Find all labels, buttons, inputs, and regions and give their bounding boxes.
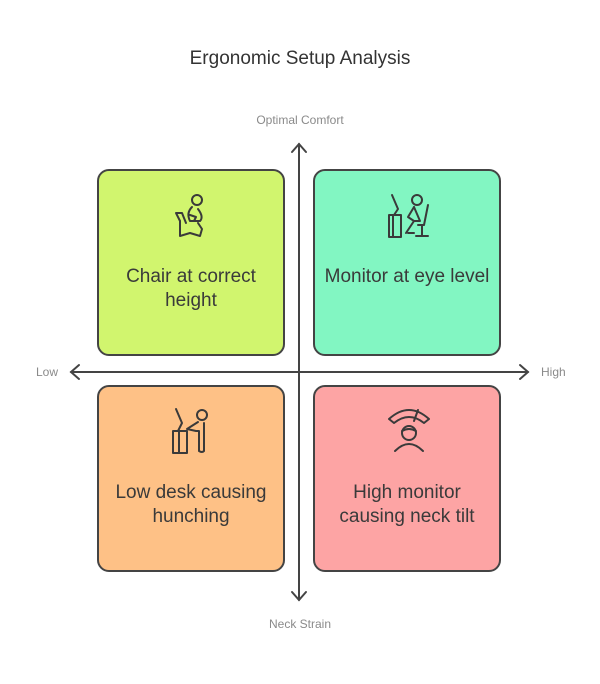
axis-label-left: Low: [36, 365, 59, 379]
quadrant-label: High monitor causing neck tilt: [339, 482, 475, 527]
arrow-up-icon: [291, 142, 307, 153]
quadrant-label: Chair at correct height: [126, 266, 256, 311]
quadrant-label: Monitor at eye level: [324, 266, 490, 287]
neck-tilt-gauge-icon: [388, 409, 430, 452]
quadrant-bottom-left: Low desk causing hunching: [97, 385, 285, 572]
axis-label-bottom: Neck Strain: [268, 617, 332, 631]
arrow-right-icon: [519, 364, 530, 380]
diagram-title: Ergonomic Setup Analysis: [189, 48, 411, 69]
quadrant-label: Low desk causing hunching: [115, 482, 267, 527]
arrow-down-icon: [291, 591, 307, 602]
quadrant-top-right: Monitor at eye level: [313, 169, 501, 356]
axis-label-right: High: [541, 365, 566, 379]
quadrant-top-left: Chair at correct height: [97, 169, 285, 356]
quadrant-bottom-right: High monitor causing neck tilt: [313, 385, 501, 572]
axis-label-top: Optimal Comfort: [256, 113, 344, 127]
person-at-desk-monitor-icon: [388, 194, 429, 238]
arrow-left-icon: [69, 364, 80, 380]
person-sitting-chair-icon: [175, 194, 203, 237]
person-hunching-desk-icon: [172, 408, 208, 454]
